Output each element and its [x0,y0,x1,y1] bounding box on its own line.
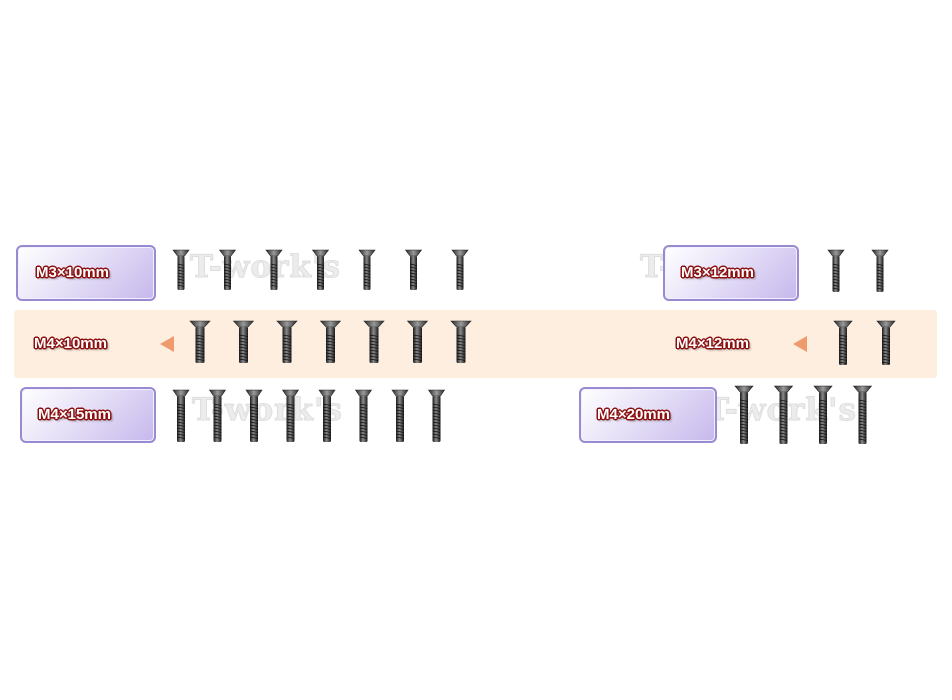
size-label-m4x15: M4×15mm [20,387,156,443]
countersunk-screw-icon [852,385,873,444]
countersunk-screw-icon [358,249,376,290]
countersunk-screw-icon [871,249,889,292]
size-label-m4x12: M4×12mm [676,335,749,352]
countersunk-screw-icon [363,320,385,363]
countersunk-screw-icon [232,320,255,363]
size-label-m3x10: M3×10mm [16,245,156,301]
triangle-left-arrow-icon [160,336,174,352]
countersunk-screw-icon [319,320,342,363]
countersunk-screw-icon [318,389,336,442]
countersunk-screw-icon [827,249,845,292]
size-label-text: M3×12mm [681,264,754,281]
countersunk-screw-icon [354,389,373,442]
size-label-m4x20: M4×20mm [579,387,717,443]
countersunk-screw-icon [172,249,190,290]
size-label-m3x12: M3×12mm [663,245,799,301]
countersunk-screw-icon [265,249,283,290]
countersunk-screw-icon [218,249,237,290]
countersunk-screw-icon [208,389,227,442]
countersunk-screw-icon [451,249,469,290]
countersunk-screw-icon [311,249,330,290]
countersunk-screw-icon [734,385,754,444]
countersunk-screw-icon [189,320,211,363]
watermark-text: T-work's [190,249,341,286]
size-label-text: M4×20mm [597,406,670,423]
countersunk-screw-icon [172,389,190,442]
countersunk-screw-icon [391,389,409,442]
countersunk-screw-icon [876,320,896,365]
size-label-text: M4×15mm [38,406,111,423]
countersunk-screw-icon [773,385,794,444]
countersunk-screw-icon [833,320,853,365]
countersunk-screw-icon [406,320,429,363]
countersunk-screw-icon [281,389,300,442]
countersunk-screw-icon [450,320,472,363]
countersunk-screw-icon [427,389,446,442]
size-label-text: M3×10mm [36,264,109,281]
countersunk-screw-icon [813,385,833,444]
countersunk-screw-icon [276,320,298,363]
size-label-m4x10: M4×10mm [34,335,107,352]
countersunk-screw-icon [404,249,423,290]
countersunk-screw-icon [245,389,263,442]
triangle-left-arrow-icon [793,336,807,352]
